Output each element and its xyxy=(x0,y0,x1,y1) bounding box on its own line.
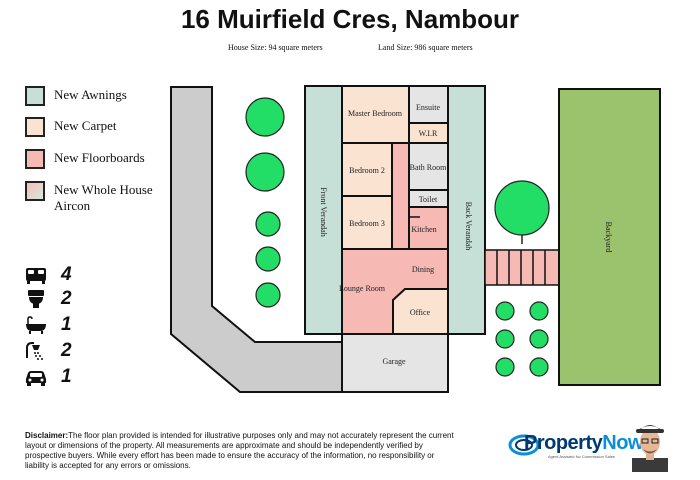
front-verandah xyxy=(304,85,343,335)
tree-icon xyxy=(245,152,285,192)
tree-icon xyxy=(495,329,515,349)
bath-room xyxy=(408,142,449,191)
page-title: 16 Muirfield Cres, Nambour xyxy=(180,4,520,34)
wir-label: W.I.R xyxy=(419,129,438,138)
office-label: Office xyxy=(410,308,431,317)
bath-room-label: Bath Room xyxy=(410,163,447,172)
back-verandah-label: Back Verandah xyxy=(464,202,473,251)
tree-group xyxy=(245,97,550,377)
legend-item-aircon: New Whole House Aircon xyxy=(25,181,154,214)
stat-value: 1 xyxy=(61,366,72,387)
legend-swatch xyxy=(25,117,45,137)
shower-icon xyxy=(26,342,43,360)
legend-swatch xyxy=(25,181,45,201)
legend-swatch xyxy=(25,86,45,106)
lounge-room-label: Lounge Room xyxy=(339,284,386,293)
toilet-label: Toilet xyxy=(419,195,438,204)
legend-label: New Floorboards xyxy=(54,150,145,165)
back-verandah xyxy=(447,85,486,335)
ensuite-label: Ensuite xyxy=(416,103,440,112)
tree-icon xyxy=(255,211,281,237)
brand-name-a: Property xyxy=(524,432,603,454)
tree-icon xyxy=(245,97,285,137)
legend-item-carpet: New Carpet xyxy=(25,117,116,137)
stat-toilets: 2 xyxy=(25,288,72,309)
swoosh-icon xyxy=(508,434,540,456)
brand-name-b: Now xyxy=(602,432,643,454)
agent-avatar xyxy=(632,425,668,472)
tree-icon xyxy=(529,329,549,349)
legend-label: New Carpet xyxy=(54,118,117,133)
stat-value: 1 xyxy=(61,314,72,335)
bedroom-2-label: Bedroom 2 xyxy=(349,166,385,175)
stat-value: 4 xyxy=(61,264,72,285)
hallway xyxy=(391,142,410,250)
garage xyxy=(341,333,449,393)
disclaimer-heading: Disclaimer: xyxy=(25,431,69,440)
front-verandah-label: Front Verandah xyxy=(319,187,328,236)
tree-icon xyxy=(495,301,515,321)
house-size: House Size: 94 square meters xyxy=(228,43,323,52)
propertynow-logo: PropertyNow Agent Assisted No Commission… xyxy=(508,430,643,460)
brand-tagline: Agent Assisted No Commission Sales xyxy=(548,454,615,459)
backyard xyxy=(558,88,661,386)
bathtub-icon xyxy=(26,316,46,334)
land-size: Land Size: 986 square meters xyxy=(378,43,473,52)
disclaimer-text: The floor plan provided is intended for … xyxy=(25,431,454,470)
toilet-icon xyxy=(28,290,44,308)
legend-item-awnings: New Awnings xyxy=(25,86,127,106)
dining-label: Dining xyxy=(412,265,434,274)
stat-value: 2 xyxy=(61,340,72,361)
bedroom-3 xyxy=(341,195,393,250)
master-bedroom-label: Master Bedroom xyxy=(348,109,403,118)
car-icon xyxy=(26,371,46,386)
bed-icon xyxy=(26,268,46,284)
bedroom-3-label: Bedroom 3 xyxy=(349,219,385,228)
stat-showers: 2 xyxy=(25,340,72,361)
tree-icon xyxy=(529,357,549,377)
backyard-label: Backyard xyxy=(604,222,613,253)
tree-icon xyxy=(529,301,549,321)
stat-value: 2 xyxy=(61,288,72,309)
disclaimer: Disclaimer:The floor plan provided is in… xyxy=(25,431,455,471)
tree-icon xyxy=(494,180,550,236)
ensuite xyxy=(408,85,449,124)
brand-name: PropertyNow xyxy=(524,432,643,455)
tree-icon xyxy=(255,282,281,308)
stat-cars: 1 xyxy=(25,366,72,387)
kitchen-label: Kitchen xyxy=(411,225,436,234)
stat-baths: 1 xyxy=(25,314,72,335)
deck xyxy=(484,249,560,286)
tree-icon xyxy=(255,246,281,272)
legend-label: New Awnings xyxy=(54,87,127,102)
legend-swatch xyxy=(25,149,45,169)
garage-label: Garage xyxy=(382,357,406,366)
tree-icon xyxy=(495,357,515,377)
legend-item-floorboards: New Floorboards xyxy=(25,149,145,169)
legend-label: New Whole House Aircon xyxy=(54,182,153,213)
stat-bedrooms: 4 xyxy=(25,264,72,285)
